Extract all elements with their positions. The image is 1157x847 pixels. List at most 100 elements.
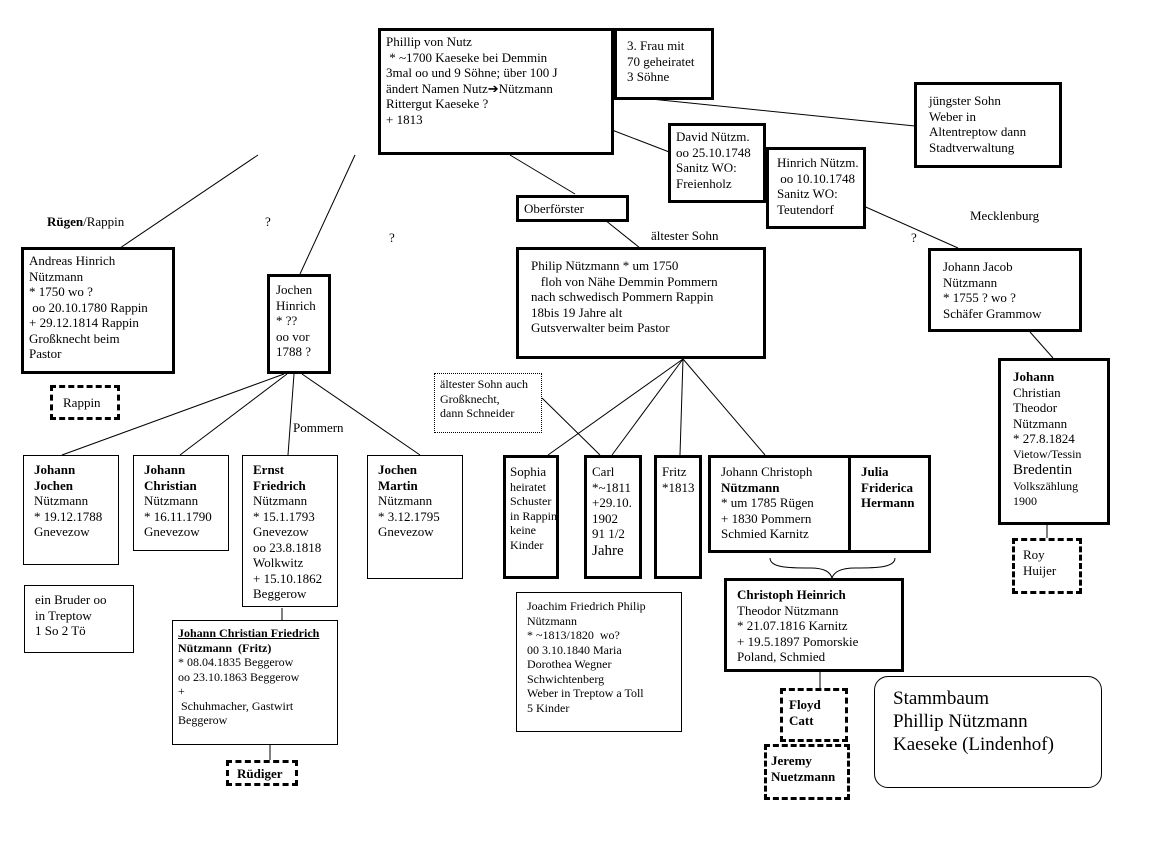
third-wife-box: 3. Frau mit 70 geheiratet 3 Söhne bbox=[614, 28, 714, 100]
johann-christoph-line-4: + 1830 Pommern bbox=[721, 510, 812, 526]
andreas-line-6: Großknecht beim bbox=[29, 330, 120, 346]
johann-christoph-line-1: Johann Christoph bbox=[721, 464, 813, 479]
julia-box: Julia Friderica Hermann bbox=[848, 455, 931, 553]
aeltester-sohn-label: ältester Sohn bbox=[651, 228, 719, 243]
julia-line-3: Hermann bbox=[861, 495, 915, 510]
johann-christian-line-2: Christian bbox=[144, 477, 197, 493]
jochen-martin-line-3: Nützmann bbox=[378, 493, 433, 508]
root-ancestor-box: Phillip von Nutz * ~1700 Kaeseke bei Dem… bbox=[378, 28, 614, 155]
carl-line-1: Carl bbox=[592, 464, 615, 479]
fritz-line-2: *1813 bbox=[662, 479, 695, 495]
root-line-6: + 1813 bbox=[386, 111, 423, 127]
andreas-hinrich-box: Andreas Hinrich Nützmann * 1750 wo ? oo … bbox=[21, 247, 175, 374]
bruder-line-1: ein Bruder oo bbox=[35, 592, 107, 607]
jeremy-nuetzmann-box: Jeremy Nuetzmann bbox=[764, 744, 850, 800]
ernst-line-8: + 15.10.1862 bbox=[253, 570, 323, 586]
jochen-hinrich-box: Jochen Hinrich * ?? oo vor 1788 ? bbox=[267, 274, 331, 374]
jochen-martin-line-2: Martin bbox=[378, 477, 418, 493]
carl-line-3: +29.10. bbox=[592, 495, 632, 510]
pommern-label: Pommern bbox=[293, 420, 344, 435]
philip-line-5: Gutsverwalter beim Pastor bbox=[531, 320, 670, 335]
youngest-son-line-2: Weber in bbox=[929, 108, 976, 124]
christoph-heinrich-line-3: * 21.07.1816 Karnitz bbox=[737, 618, 848, 633]
mecklenburg-label: Mecklenburg bbox=[970, 208, 1040, 223]
joachim-line-3: * ~1813/1820 wo? bbox=[527, 628, 620, 642]
bruder-line-3: 1 So 2 Tö bbox=[35, 623, 86, 638]
joachim-line-4: 00 3.10.1840 Maria bbox=[527, 642, 622, 657]
jochen-hinrich-line-4: oo vor bbox=[276, 328, 310, 344]
johann-christoph-line-2: Nützmann bbox=[721, 479, 780, 495]
sophia-line-2: heiratet bbox=[510, 479, 546, 494]
youngest-son-line-3: Altentreptow dann bbox=[929, 124, 1027, 139]
third-wife-line-3: 3 Söhne bbox=[627, 69, 670, 84]
floyd-catt-box: Floyd Catt bbox=[780, 688, 848, 742]
philip-nuetzmann-box: Philip Nützmann * um 1750 floh von Nähe … bbox=[516, 247, 766, 359]
johann-christian-line-5: Gnevezow bbox=[144, 524, 200, 539]
rappin-text: /Rappin bbox=[83, 214, 125, 229]
johann-christoph-line-5: Schmied Karnitz bbox=[721, 526, 809, 541]
jcf-line-4: oo 23.10.1863 Beggerow bbox=[178, 669, 300, 684]
floyd-line-1: Floyd bbox=[789, 697, 821, 712]
christoph-heinrich-line-2: Theodor Nützmann bbox=[737, 602, 839, 618]
sophia-line-1: Sophia bbox=[510, 464, 547, 479]
fritz-box: Fritz *1813 bbox=[654, 455, 702, 579]
johann-jacob-line-1: Johann Jacob bbox=[943, 259, 1013, 274]
david-box: David Nützm. oo 25.10.1748 Sanitz WO: Fr… bbox=[668, 123, 766, 203]
jcf-line-1: Johann Christian Friedrich bbox=[178, 626, 320, 640]
jct-line-9: 1900 bbox=[1013, 493, 1037, 508]
question-mark-3: ? bbox=[911, 230, 917, 245]
root-line-5: Rittergut Kaeseke ? bbox=[386, 96, 489, 111]
jct-line-2: Christian bbox=[1013, 384, 1061, 400]
roy-line-1: Roy bbox=[1023, 547, 1045, 562]
christoph-heinrich-line-4: + 19.5.1897 Pomorskie bbox=[737, 633, 859, 649]
johann-christian-line-1: Johann bbox=[144, 462, 186, 477]
julia-line-1: Julia bbox=[861, 464, 889, 479]
rappin-descendant-box: Rappin bbox=[50, 385, 120, 420]
jct-line-6: Vietow/Tessin bbox=[1013, 446, 1082, 461]
carl-line-6: Jahre bbox=[592, 542, 624, 559]
ernst-line-6: oo 23.8.1818 bbox=[253, 539, 322, 555]
carl-line-4: 1902 bbox=[592, 510, 618, 526]
ruegen-text: Rügen bbox=[47, 214, 84, 229]
philip-line-3: nach schwedisch Pommern Rappin bbox=[531, 289, 714, 304]
sophia-line-4: in Rappin bbox=[510, 508, 557, 523]
diagram-title-box: Stammbaum Phillip Nützmann Kaeseke (Lind… bbox=[874, 676, 1102, 788]
ruegen-rappin-label: Rügen/Rappin bbox=[47, 214, 124, 230]
ernst-line-4: * 15.1.1793 bbox=[253, 508, 315, 524]
jct-line-4: Nützmann bbox=[1013, 415, 1068, 431]
question-mark-2: ? bbox=[389, 230, 395, 245]
johann-jochen-line-3: Nützmann bbox=[34, 493, 89, 508]
david-line-2: oo 25.10.1748 bbox=[676, 144, 751, 160]
jochen-hinrich-line-2: Hinrich bbox=[276, 297, 316, 313]
fritz-line-1: Fritz bbox=[662, 464, 687, 479]
oberfoerster-box: Oberförster bbox=[516, 195, 629, 222]
ernst-line-9: Beggerow bbox=[253, 586, 307, 601]
title-line-1: Stammbaum bbox=[893, 688, 990, 709]
johann-christian-box: Johann Christian Nützmann * 16.11.1790 G… bbox=[133, 455, 229, 551]
jochen-hinrich-line-5: 1788 ? bbox=[276, 344, 312, 359]
carl-line-2: *~1811 bbox=[592, 479, 632, 495]
title-line-3: Kaeseke (Lindenhof) bbox=[893, 734, 1054, 755]
johann-jochen-line-2: Jochen bbox=[34, 477, 73, 493]
ernst-line-3: Nützmann bbox=[253, 493, 308, 508]
christoph-heinrich-line-1: Christoph Heinrich bbox=[737, 587, 846, 602]
ruediger-box: Rüdiger bbox=[226, 760, 298, 786]
andreas-line-5: + 29.12.1814 Rappin bbox=[29, 315, 139, 330]
hinrich-nuetzm-box: Hinrich Nützm. oo 10.10.1748 Sanitz WO: … bbox=[766, 147, 866, 229]
johann-jacob-line-3: * 1755 ? wo ? bbox=[943, 290, 1016, 305]
roy-huijer-box: Roy Huijer bbox=[1012, 538, 1082, 594]
andreas-line-1: Andreas Hinrich bbox=[29, 253, 116, 268]
root-line-3: 3mal oo und 9 Söhne; über 100 J bbox=[386, 65, 558, 80]
youngest-son-line-1: jüngster Sohn bbox=[929, 93, 1001, 108]
third-wife-line-2: 70 geheiratet bbox=[627, 53, 695, 69]
johann-christian-line-3: Nützmann bbox=[144, 493, 199, 508]
joachim-line-5: Dorothea Wegner bbox=[527, 657, 612, 671]
floyd-line-2: Catt bbox=[789, 712, 814, 728]
sophia-box: Sophia heiratet Schuster in Rappin keine… bbox=[503, 455, 559, 579]
aeltester-note-line-1: ältester Sohn auch bbox=[440, 377, 528, 391]
joachim-line-1: Joachim Friedrich Philip bbox=[527, 599, 646, 613]
jct-line-7: Bredentin bbox=[1013, 462, 1073, 478]
jct-line-8: Volkszählung bbox=[1013, 479, 1079, 493]
sophia-line-5: keine bbox=[510, 523, 536, 537]
root-line-1: Phillip von Nutz bbox=[386, 34, 472, 49]
